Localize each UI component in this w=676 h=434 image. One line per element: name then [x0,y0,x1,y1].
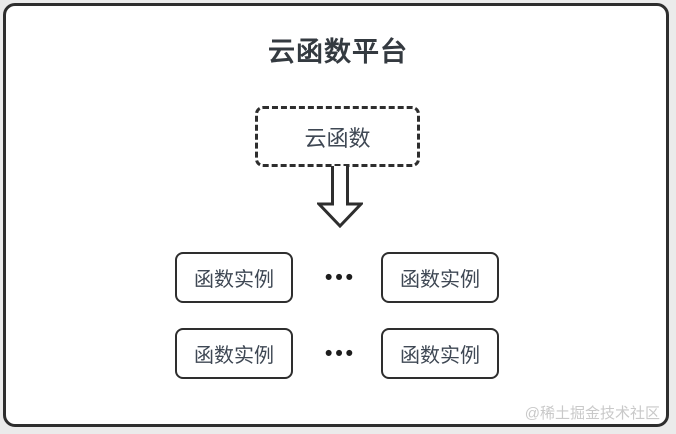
ellipsis-separator: ••• [324,265,357,289]
watermark-text: @稀土掘金技术社区 [524,405,660,422]
cloud-function-box: 云函数 [255,106,420,167]
cloud-function-label: 云函数 [304,125,371,151]
function-instance-box: 函数实例 [381,328,499,379]
function-instance-box: 函数实例 [175,252,293,303]
function-instance-label: 函数实例 [400,345,480,367]
diagram-title: 云函数平台 [268,37,408,67]
function-instance-label: 函数实例 [194,345,274,367]
ellipsis-separator: ••• [324,341,357,365]
function-instance-label: 函数实例 [400,269,480,291]
function-instance-label: 函数实例 [194,269,274,291]
down-arrow-icon [317,166,363,228]
function-instance-box: 函数实例 [175,328,293,379]
function-instance-box: 函数实例 [381,252,499,303]
